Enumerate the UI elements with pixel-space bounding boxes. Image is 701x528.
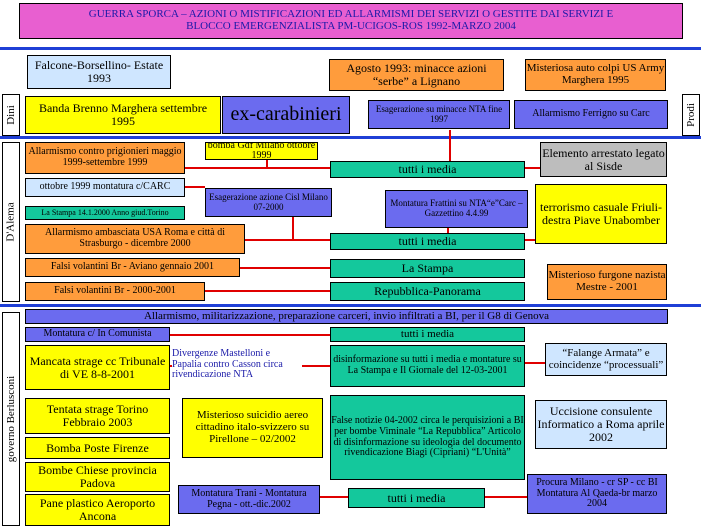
box-montatura-frattini: Montatura Frattini su NTA“e”Carc – Gazze… [385, 190, 528, 228]
box-montatura-incomunista: Montatura c/ In Comunista [25, 327, 170, 342]
box-tutti-media-2: tutti i media [330, 233, 525, 250]
connector [170, 334, 330, 336]
box-agosto-1993: Agosto 1993: minacce azioni “serbe” a Li… [329, 59, 504, 91]
box-tutti-media-4: tutti i media [348, 488, 485, 508]
divider-2 [0, 136, 701, 139]
box-esagerazione-cisl: Esagerazione azione Cisl Milano 07-2000 [205, 188, 332, 217]
box-montatura-trani: Montatura Trani - Montatura Pegna - ott.… [178, 485, 320, 514]
box-terrorismo-casuale: terrorismo casuale Friuli-destra Piave U… [535, 184, 667, 244]
box-esagerazione-nta: Esagerazione su minacce NTA fine 1997 [368, 100, 510, 129]
divider-3 [0, 304, 701, 307]
side-label-dalema: D'Alema [2, 142, 20, 302]
box-la-stampa: La Stampa [330, 259, 525, 278]
connector [525, 239, 535, 241]
connector [292, 216, 294, 241]
box-falsi-2000-2001: Falsi volantini Br - 2000-2001 [25, 282, 205, 301]
box-falcone: Falcone-Borsellino- Estate 1993 [27, 55, 171, 89]
box-mancata-strage: Mancata strage cc Tribunale di VE 8-8-20… [25, 345, 170, 390]
connector [266, 160, 268, 169]
side-label-prodi: Prodi [682, 94, 700, 136]
connector [447, 228, 449, 234]
box-disinformazione: disinformazione su tutti i media e monta… [330, 345, 525, 387]
box-divergenze: Divergenze Mastelloni e Papalia contro C… [172, 344, 302, 386]
box-false-notizie: False notizie 04-2002 circa le perquisiz… [330, 395, 525, 480]
connector [185, 186, 205, 188]
box-ottobre-1999: ottobre 1999 montatura c/CARC [25, 178, 185, 197]
box-tentata-strage: Tentata strage Torino Febbraio 2003 [25, 398, 170, 434]
box-pane-plastico: Pane plastico Aeroporto Ancona [25, 494, 170, 526]
connector [485, 496, 527, 498]
connector [205, 290, 330, 292]
box-repubblica-panorama: Repubblica-Panorama [330, 282, 525, 301]
box-stampa-14: La Stampa 14.1.2000 Anno giud.Torino [25, 206, 185, 220]
side-label-dini: Dini [2, 94, 20, 136]
box-bomba-gdf: bomba Gdf Milano ottobre 1999 [205, 142, 318, 160]
divider-1 [0, 47, 701, 50]
box-tutti-media-3: tutti i media [330, 327, 525, 342]
title-line-1: GUERRA SPORCA – AZIONI O MISTIFICAZIONI … [88, 8, 614, 21]
connector [245, 239, 330, 241]
connector [185, 167, 330, 169]
box-banda-brenno: Banda Brenno Marghera settembre 1995 [25, 96, 221, 134]
box-tutti-media-1: tutti i media [330, 161, 525, 178]
page-title: GUERRA SPORCA – AZIONI O MISTIFICAZIONI … [19, 3, 683, 39]
connector [240, 267, 330, 269]
connector [449, 130, 451, 162]
box-allarmismo-prigionieri: Allarmismo contro prigionieri maggio 199… [25, 142, 185, 174]
box-allarmismo-usa: Allarmismo ambasciata USA Roma e città d… [25, 224, 245, 254]
box-falsi-aviano: Falsi volantini Br - Aviano gennaio 2001 [25, 258, 240, 277]
box-bomba-poste: Bomba Poste Firenze [25, 437, 170, 459]
box-allarmismo-ferrigno: Allarmismo Ferrigno su Carc [514, 100, 668, 129]
box-uccisione: Uccisione consulente Informatico a Roma … [535, 400, 667, 449]
box-auto-colpi: Misteriosa auto colpi US Army Marghera 1… [525, 59, 666, 91]
box-allarmismo-g8: Allarmismo, militarizzazione, preparazio… [25, 309, 668, 324]
title-line-2: BLOCCO EMERGENZIALISTA PM-UCIGOS-ROS 199… [186, 20, 516, 32]
box-suicidio: Misterioso suicidio aereo cittadino ital… [182, 398, 323, 458]
box-bombe-chiese: Bombe Chiese provincia Padova [25, 462, 170, 492]
connector [320, 496, 348, 498]
side-label-berlusconi: governo Berlusconi [2, 312, 20, 526]
box-falange: “Falange Armata” e coincidenze “processu… [545, 343, 667, 376]
connector [525, 167, 540, 169]
box-elemento-arrestato: Elemento arrestato legato al Sisde [540, 142, 667, 177]
connector [525, 362, 545, 364]
box-ex-carabinieri: ex-carabinieri [222, 96, 350, 134]
box-furgone: Misterioso furgone nazista Mestre - 2001 [547, 264, 667, 300]
box-procura-milano: Procura Milano - cr SP - cc BI Montatura… [527, 474, 667, 514]
